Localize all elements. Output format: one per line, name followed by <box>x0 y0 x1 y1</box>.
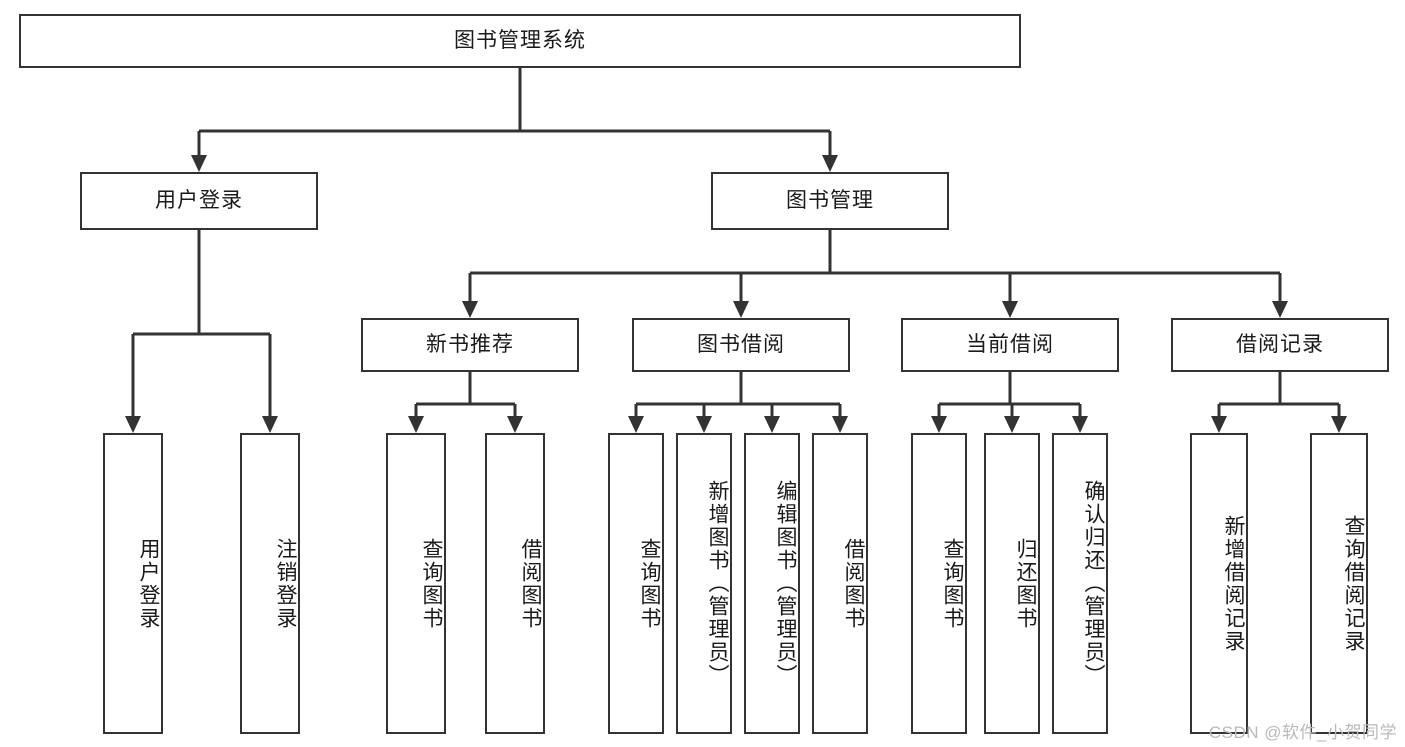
leaf-borrow-book-recommend[interactable]: 借阅图书 <box>485 433 545 734</box>
node-current-borrow[interactable]: 当前借阅 <box>901 318 1119 372</box>
leaf-query-book-current[interactable]: 查询图书 <box>911 433 967 734</box>
leaf-label: 查询图书 <box>941 537 964 630</box>
node-book-borrow[interactable]: 图书借阅 <box>632 318 850 372</box>
leaf-confirm-return-admin[interactable]: 确认归还（管理员） <box>1052 433 1108 734</box>
leaf-label: 借阅图书 <box>842 537 865 630</box>
leaf-label: 新增图书（管理员） <box>706 480 729 687</box>
leaf-label: 注销登录 <box>274 537 297 630</box>
leaf-label: 新增借阅记录 <box>1222 514 1245 653</box>
leaf-label: 查询图书 <box>420 537 443 630</box>
leaf-label: 借阅图书 <box>519 537 542 630</box>
leaf-borrow-book[interactable]: 借阅图书 <box>812 433 868 734</box>
node-user-login[interactable]: 用户登录 <box>80 172 318 230</box>
node-new-book-recommend[interactable]: 新书推荐 <box>361 318 579 372</box>
leaf-add-book-admin[interactable]: 新增图书（管理员） <box>676 433 732 734</box>
node-root[interactable]: 图书管理系统 <box>19 14 1021 68</box>
leaf-label: 查询借阅记录 <box>1342 514 1365 653</box>
leaf-label: 确认归还（管理员） <box>1082 480 1105 687</box>
watermark-text: CSDN @软件_小贺同学 <box>1208 723 1397 742</box>
leaf-add-borrow-record[interactable]: 新增借阅记录 <box>1190 433 1248 734</box>
leaf-label: 编辑图书（管理员） <box>774 480 797 687</box>
leaf-return-book[interactable]: 归还图书 <box>984 433 1040 734</box>
leaf-user-login[interactable]: 用户登录 <box>103 433 163 734</box>
leaf-query-book-recommend[interactable]: 查询图书 <box>386 433 446 734</box>
leaf-logout[interactable]: 注销登录 <box>240 433 300 734</box>
node-borrow-record[interactable]: 借阅记录 <box>1171 318 1389 372</box>
leaf-label: 查询图书 <box>638 537 661 630</box>
leaf-query-book-borrow[interactable]: 查询图书 <box>608 433 664 734</box>
node-book-management[interactable]: 图书管理 <box>711 172 949 230</box>
leaf-query-borrow-record[interactable]: 查询借阅记录 <box>1310 433 1368 734</box>
leaf-label: 归还图书 <box>1014 537 1037 630</box>
leaf-edit-book-admin[interactable]: 编辑图书（管理员） <box>744 433 800 734</box>
leaf-label: 用户登录 <box>137 537 160 630</box>
